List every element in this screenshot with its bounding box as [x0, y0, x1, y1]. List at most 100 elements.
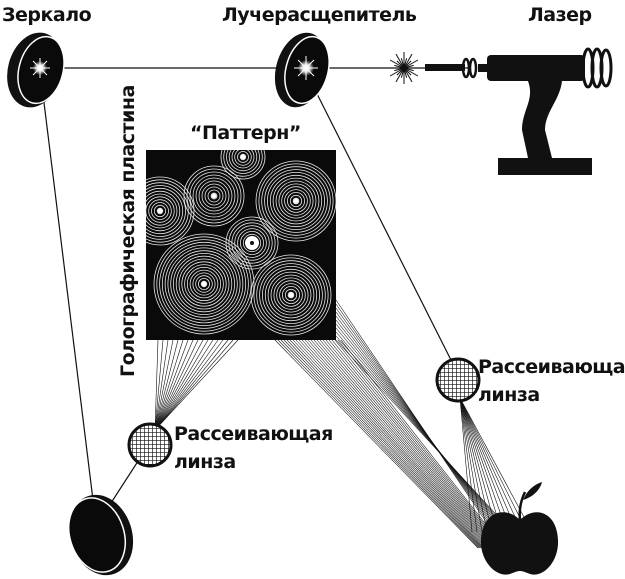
splitter-to-lens-beam: [304, 69, 456, 369]
interference-ring: [261, 166, 331, 236]
interference-ring: [200, 280, 208, 288]
object-ray: [301, 339, 490, 549]
object-ray: [310, 339, 493, 549]
interference-ring: [210, 192, 218, 200]
object-ray: [307, 339, 492, 549]
object-ray: [289, 339, 485, 549]
label-mirror: Зеркало: [2, 4, 92, 26]
interference-ring: [195, 275, 213, 293]
interference-ring: [189, 171, 239, 221]
interference-ring: [239, 153, 247, 161]
object-ray: [313, 339, 494, 549]
interference-ring: [151, 202, 169, 220]
label-holographic-plate: Голографическая пластина: [117, 85, 139, 377]
interference-ring: [172, 252, 235, 315]
reference-ray: [154, 339, 219, 431]
object-ray: [274, 339, 479, 549]
object-ray: [325, 339, 499, 549]
label-diffuser-lens-left-line2: линза: [174, 451, 236, 473]
reference-ray: [154, 339, 214, 431]
reference-ray: [154, 339, 189, 431]
star-ray: [395, 53, 405, 69]
interference-ring: [264, 169, 328, 233]
star-ray: [403, 67, 419, 77]
interference-ring: [278, 183, 314, 219]
object-ray: [340, 339, 505, 549]
object-ray: [335, 307, 500, 536]
interference-ring: [289, 194, 303, 208]
interference-ring: [292, 197, 300, 205]
interference-ring: [195, 177, 233, 215]
object-ray: [280, 339, 481, 549]
interference-ring: [164, 244, 244, 324]
ring-center: [250, 241, 254, 245]
interference-ring: [264, 268, 318, 322]
mirror-top: [7, 32, 65, 108]
object-ray: [335, 315, 504, 536]
label-pattern: “Паттерн”: [190, 122, 301, 144]
laser-device: [425, 47, 613, 175]
illumination-ray: [459, 397, 503, 533]
interference-ring: [198, 180, 230, 212]
interference-ring: [242, 233, 262, 253]
interference-ring: [146, 176, 195, 246]
object-beams: [274, 299, 516, 549]
star-ray: [389, 67, 405, 77]
interference-ring: [148, 199, 172, 223]
interference-ring: [220, 150, 266, 180]
interference-ring: [228, 150, 258, 172]
object-ray: [335, 303, 498, 536]
star-ray: [403, 67, 413, 83]
interference-ring: [281, 186, 311, 216]
interference-ring: [197, 277, 210, 290]
interference-ring: [234, 225, 270, 261]
object-ray: [335, 331, 512, 536]
object-ray: [292, 339, 486, 549]
interference-ring: [186, 266, 222, 302]
interference-ring: [167, 247, 241, 321]
label-diffuser-lens-right-line1: Рассеивающая: [478, 356, 625, 378]
interference-ring: [156, 207, 164, 215]
interference-ring: [159, 239, 249, 329]
ring-center: [288, 292, 294, 298]
object-ray: [322, 339, 498, 549]
interference-ring: [170, 250, 238, 318]
illumination-ray: [459, 397, 518, 533]
object-ray: [316, 339, 496, 549]
object-ray: [319, 339, 497, 549]
beam-splitter: [274, 32, 330, 108]
interference-ring: [279, 283, 303, 307]
interference-ring: [184, 264, 224, 304]
ring-center: [240, 154, 246, 160]
reference-ray: [154, 339, 204, 431]
object-ray: [335, 311, 502, 536]
apple-object: [480, 482, 559, 575]
interference-ring: [192, 272, 216, 296]
reference-ray: [154, 339, 194, 431]
object-ray: [295, 339, 487, 549]
interference-ring: [146, 187, 184, 235]
interference-ring: [231, 150, 255, 169]
object-ray: [334, 339, 503, 549]
interference-ring: [153, 233, 255, 335]
reference-ray: [154, 339, 159, 431]
object-ray: [335, 319, 506, 536]
reference-ray: [154, 339, 199, 431]
interference-ring: [146, 196, 175, 226]
interference-ring: [207, 189, 221, 203]
interference-ring: [239, 230, 264, 255]
interference-ring: [272, 177, 320, 225]
object-ray: [283, 339, 482, 549]
star-ray: [395, 67, 405, 83]
interference-ring: [146, 190, 181, 232]
interference-ring: [237, 228, 267, 258]
interference-ring: [284, 288, 298, 302]
object-ray: [328, 339, 500, 549]
illumination-ray: [459, 397, 513, 533]
star-ray: [403, 59, 419, 69]
left-lens-fan: [154, 339, 239, 431]
interference-ring: [258, 163, 334, 239]
interference-ring: [146, 179, 192, 243]
interference-ring: [156, 236, 252, 332]
